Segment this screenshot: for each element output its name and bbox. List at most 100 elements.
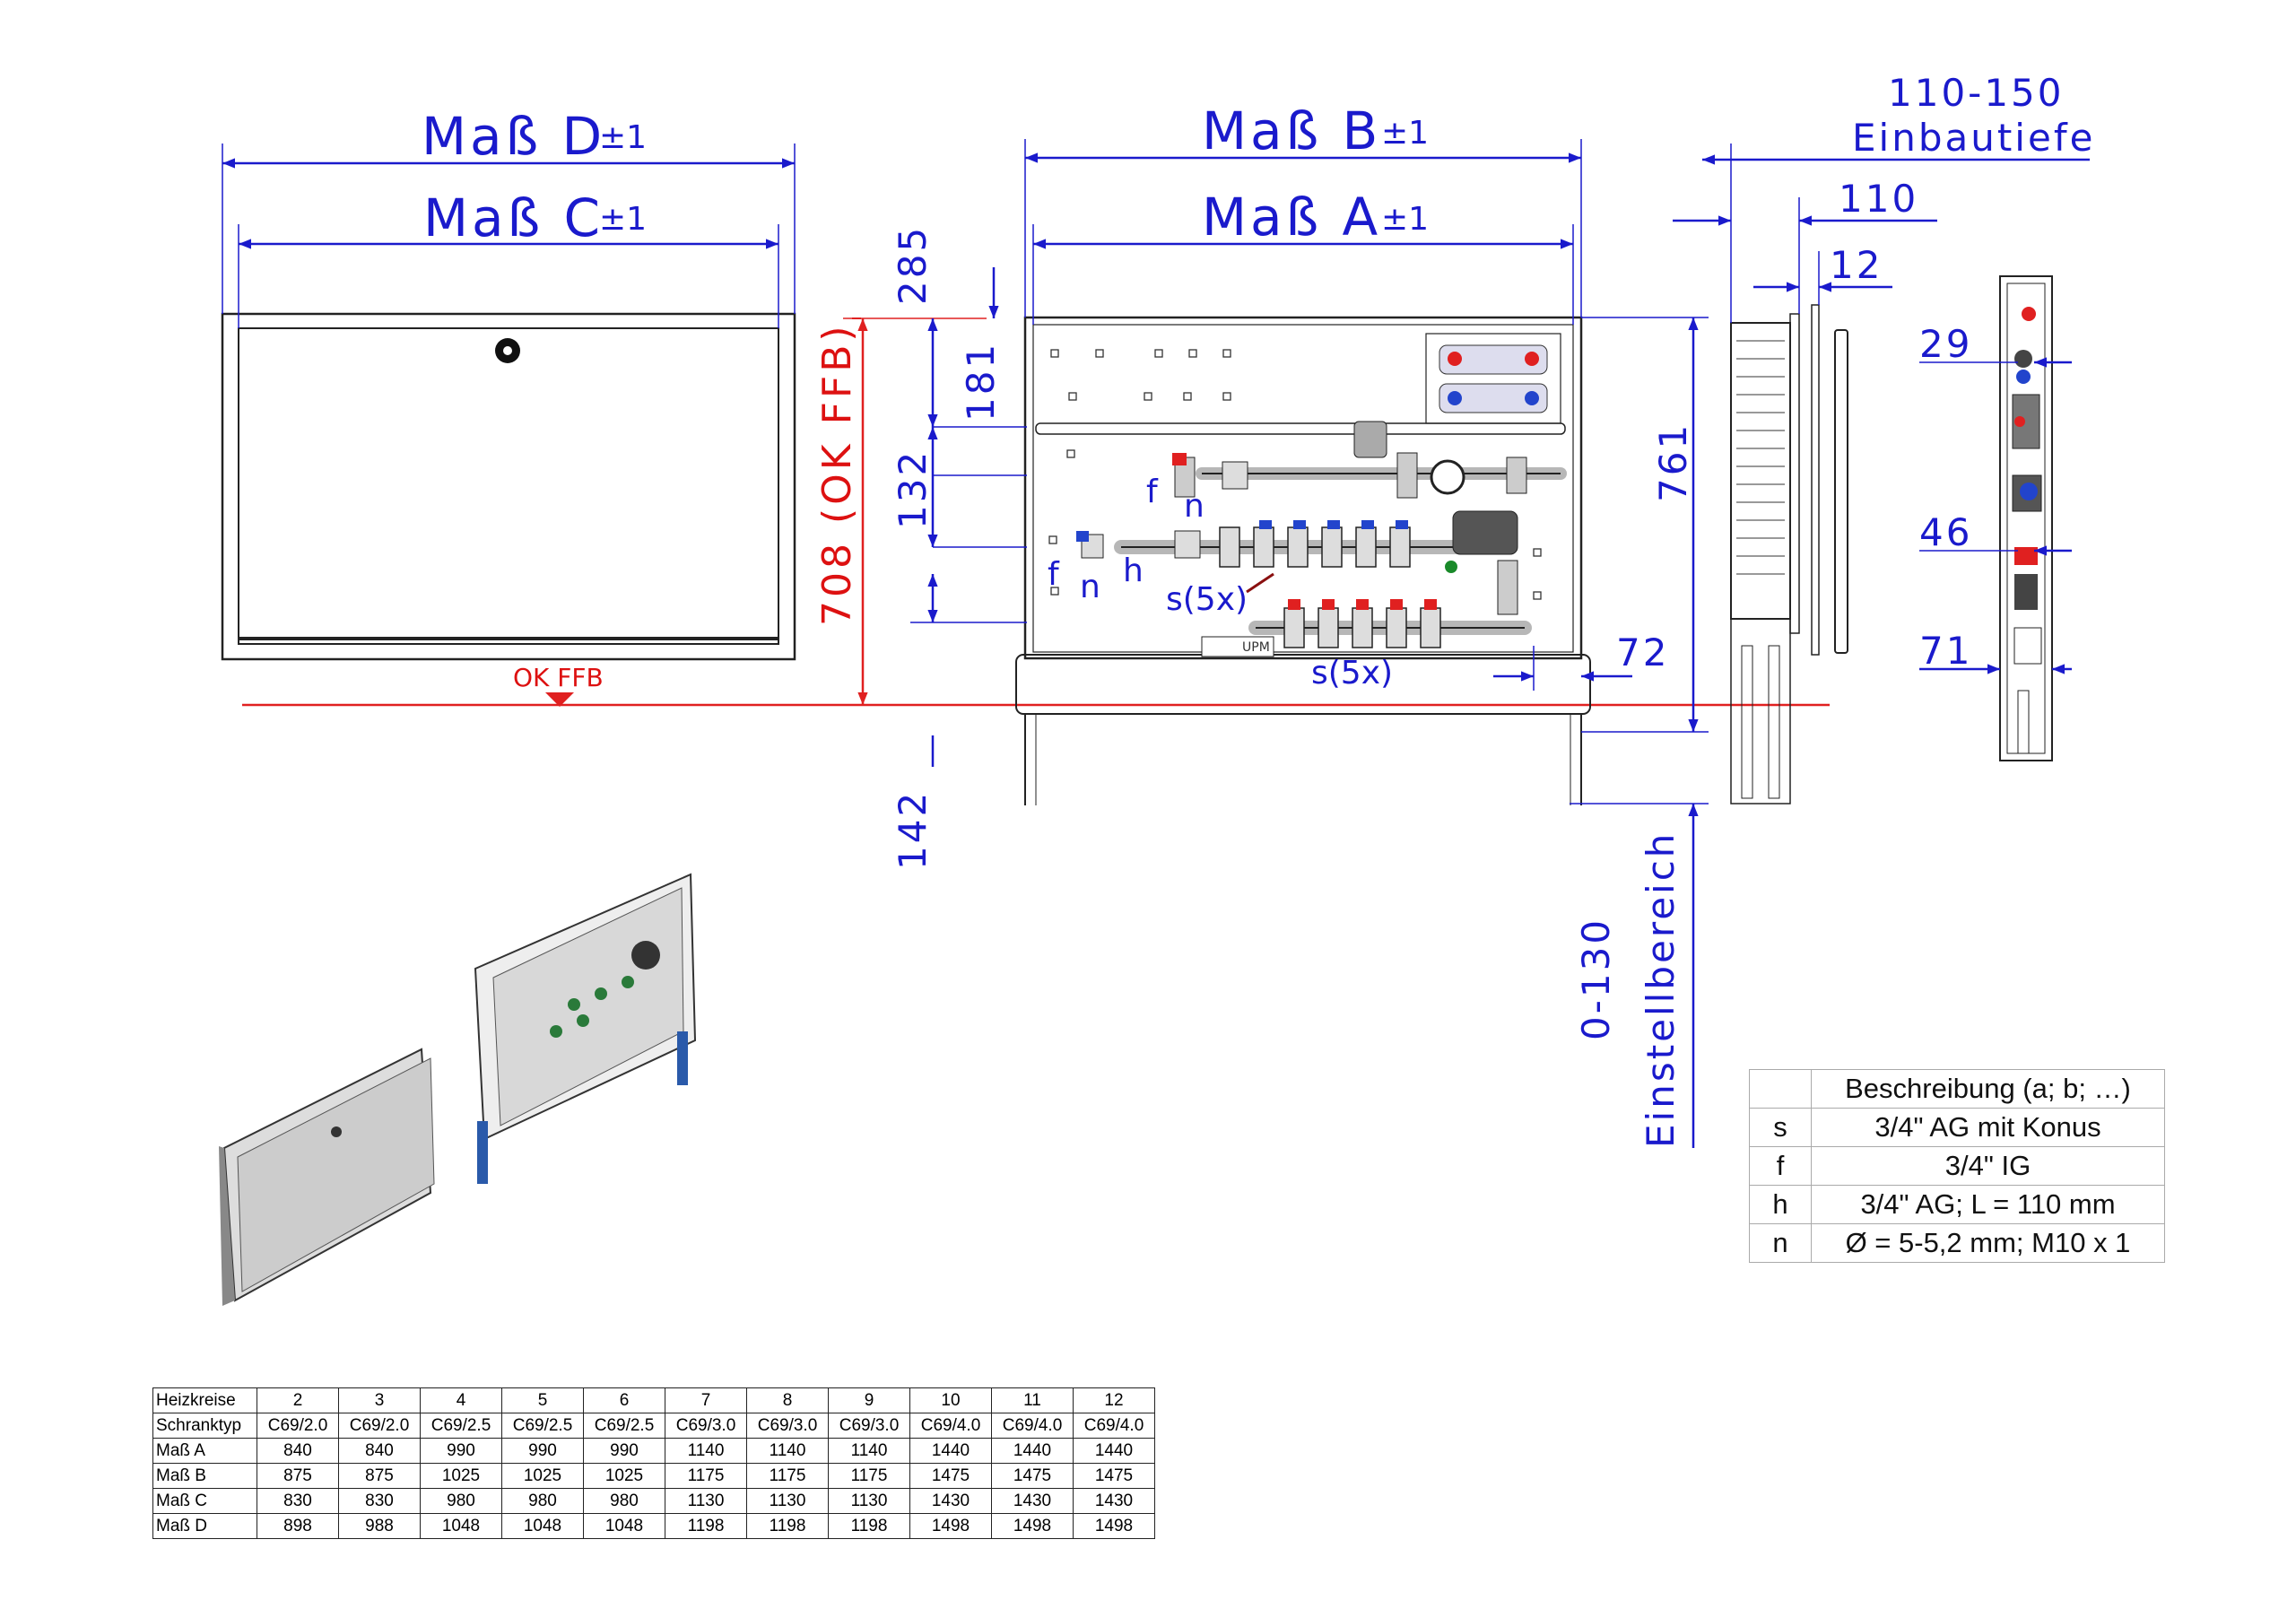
table-cell: 1175 bbox=[665, 1463, 747, 1489]
dim-46: 46 bbox=[1919, 510, 1972, 554]
dim-mass-a: Maß A bbox=[1202, 187, 1381, 248]
dim-mass-d-tol: ±1 bbox=[599, 119, 647, 156]
label-h: h bbox=[1123, 552, 1144, 589]
table-cell: 5 bbox=[501, 1387, 584, 1413]
table-cell: 1198 bbox=[665, 1513, 747, 1539]
legend-header-row: Beschreibung (a; b; …) bbox=[1749, 1069, 2165, 1109]
isometric-door bbox=[219, 1048, 435, 1306]
table-cell: 980 bbox=[583, 1488, 665, 1514]
ok-ffb-marker bbox=[545, 692, 574, 707]
legend-key: s bbox=[1749, 1108, 1812, 1147]
table-cell: 9 bbox=[828, 1387, 910, 1413]
table-cell: 1130 bbox=[665, 1488, 747, 1514]
table-cell: C69/4.0 bbox=[1073, 1413, 1155, 1439]
legend-header: Beschreibung (a; b; …) bbox=[1811, 1069, 2165, 1109]
dim-29: 29 bbox=[1919, 322, 1972, 366]
table-cell: 980 bbox=[501, 1488, 584, 1514]
table-cell: 1025 bbox=[420, 1463, 502, 1489]
dim-132: 132 bbox=[891, 449, 935, 529]
table-cell: 10 bbox=[909, 1387, 992, 1413]
table-cell: 875 bbox=[338, 1463, 421, 1489]
dim-mass-c: Maß C bbox=[423, 187, 604, 248]
table-cell: 990 bbox=[501, 1438, 584, 1464]
table-cell: 830 bbox=[338, 1488, 421, 1514]
table-cell: 3 bbox=[338, 1387, 421, 1413]
label-n-upper: n bbox=[1184, 488, 1205, 525]
legend-value: Ø = 5-5,2 mm; M10 x 1 bbox=[1811, 1223, 2165, 1263]
table-cell: 1440 bbox=[991, 1438, 1074, 1464]
table-cell: 1140 bbox=[828, 1438, 910, 1464]
table-cell: 1048 bbox=[583, 1513, 665, 1539]
table-cell: 898 bbox=[257, 1513, 339, 1539]
table-cell: 1130 bbox=[746, 1488, 829, 1514]
table-cell: 12 bbox=[1073, 1387, 1155, 1413]
table-row-label: Maß A bbox=[152, 1438, 257, 1464]
table-cell: 1498 bbox=[1073, 1513, 1155, 1539]
table-cell: 8 bbox=[746, 1387, 829, 1413]
dim-761: 761 bbox=[1651, 422, 1695, 502]
table-cell: 1198 bbox=[746, 1513, 829, 1539]
table-cell: 1430 bbox=[909, 1488, 992, 1514]
dim-einbautiefe: Einbautiefe bbox=[1852, 116, 2095, 160]
dim-mass-c-tol: ±1 bbox=[599, 201, 647, 238]
label-f-lower: f bbox=[1048, 556, 1060, 593]
upm-label: UPM bbox=[1242, 640, 1270, 655]
dim-708: 708 (OK FFB) bbox=[814, 322, 860, 626]
dim-einstell-range: 0-130 bbox=[1574, 918, 1618, 1040]
legend-key: n bbox=[1749, 1223, 1812, 1263]
table-cell: 1430 bbox=[1073, 1488, 1155, 1514]
dim-mass-b: Maß B bbox=[1202, 100, 1381, 161]
table-cell: 988 bbox=[338, 1513, 421, 1539]
legend-value: 3/4" IG bbox=[1811, 1146, 2165, 1186]
dim-mass-d: Maß D bbox=[422, 106, 605, 167]
table-cell: 875 bbox=[257, 1463, 339, 1489]
side-view bbox=[1730, 304, 1848, 804]
legend-key: h bbox=[1749, 1185, 1812, 1224]
table-cell: 1440 bbox=[909, 1438, 992, 1464]
isometric-cabinet bbox=[474, 873, 697, 1184]
table-cell: 1175 bbox=[828, 1463, 910, 1489]
table-cell: 1025 bbox=[501, 1463, 584, 1489]
table-cell: 840 bbox=[257, 1438, 339, 1464]
table-cell: 1475 bbox=[991, 1463, 1074, 1489]
table-row-label: Maß C bbox=[152, 1488, 257, 1514]
table-row-label: Schranktyp bbox=[152, 1413, 257, 1439]
table-cell: C69/2.5 bbox=[501, 1413, 584, 1439]
table-cell: C69/4.0 bbox=[909, 1413, 992, 1439]
legend-key: f bbox=[1749, 1146, 1812, 1186]
table-cell: 980 bbox=[420, 1488, 502, 1514]
table-cell: 11 bbox=[991, 1387, 1074, 1413]
dim-181: 181 bbox=[959, 342, 1003, 422]
dim-12: 12 bbox=[1830, 243, 1883, 287]
front-view-door bbox=[221, 312, 796, 661]
table-cell: 6 bbox=[583, 1387, 665, 1413]
dim-72: 72 bbox=[1616, 631, 1669, 674]
dim-110-150: 110-150 bbox=[1888, 71, 2065, 115]
table-cell: 2 bbox=[257, 1387, 339, 1413]
table-cell: 1198 bbox=[828, 1513, 910, 1539]
dim-285: 285 bbox=[891, 225, 935, 305]
table-cell: C69/3.0 bbox=[828, 1413, 910, 1439]
ok-ffb-label: OK FFB bbox=[513, 663, 604, 692]
table-cell: 990 bbox=[420, 1438, 502, 1464]
front-view-open: UPM bbox=[1015, 316, 1591, 805]
table-cell: 840 bbox=[338, 1438, 421, 1464]
dim-mass-a-tol: ±1 bbox=[1381, 201, 1429, 238]
table-cell: 1048 bbox=[420, 1513, 502, 1539]
table-cell: C69/2.5 bbox=[420, 1413, 502, 1439]
table-cell: 1025 bbox=[583, 1463, 665, 1489]
label-s5x-upper: s(5x) bbox=[1166, 581, 1248, 618]
table-cell: 1430 bbox=[991, 1488, 1074, 1514]
table-cell: C69/2.0 bbox=[338, 1413, 421, 1439]
table-cell: C69/2.5 bbox=[583, 1413, 665, 1439]
